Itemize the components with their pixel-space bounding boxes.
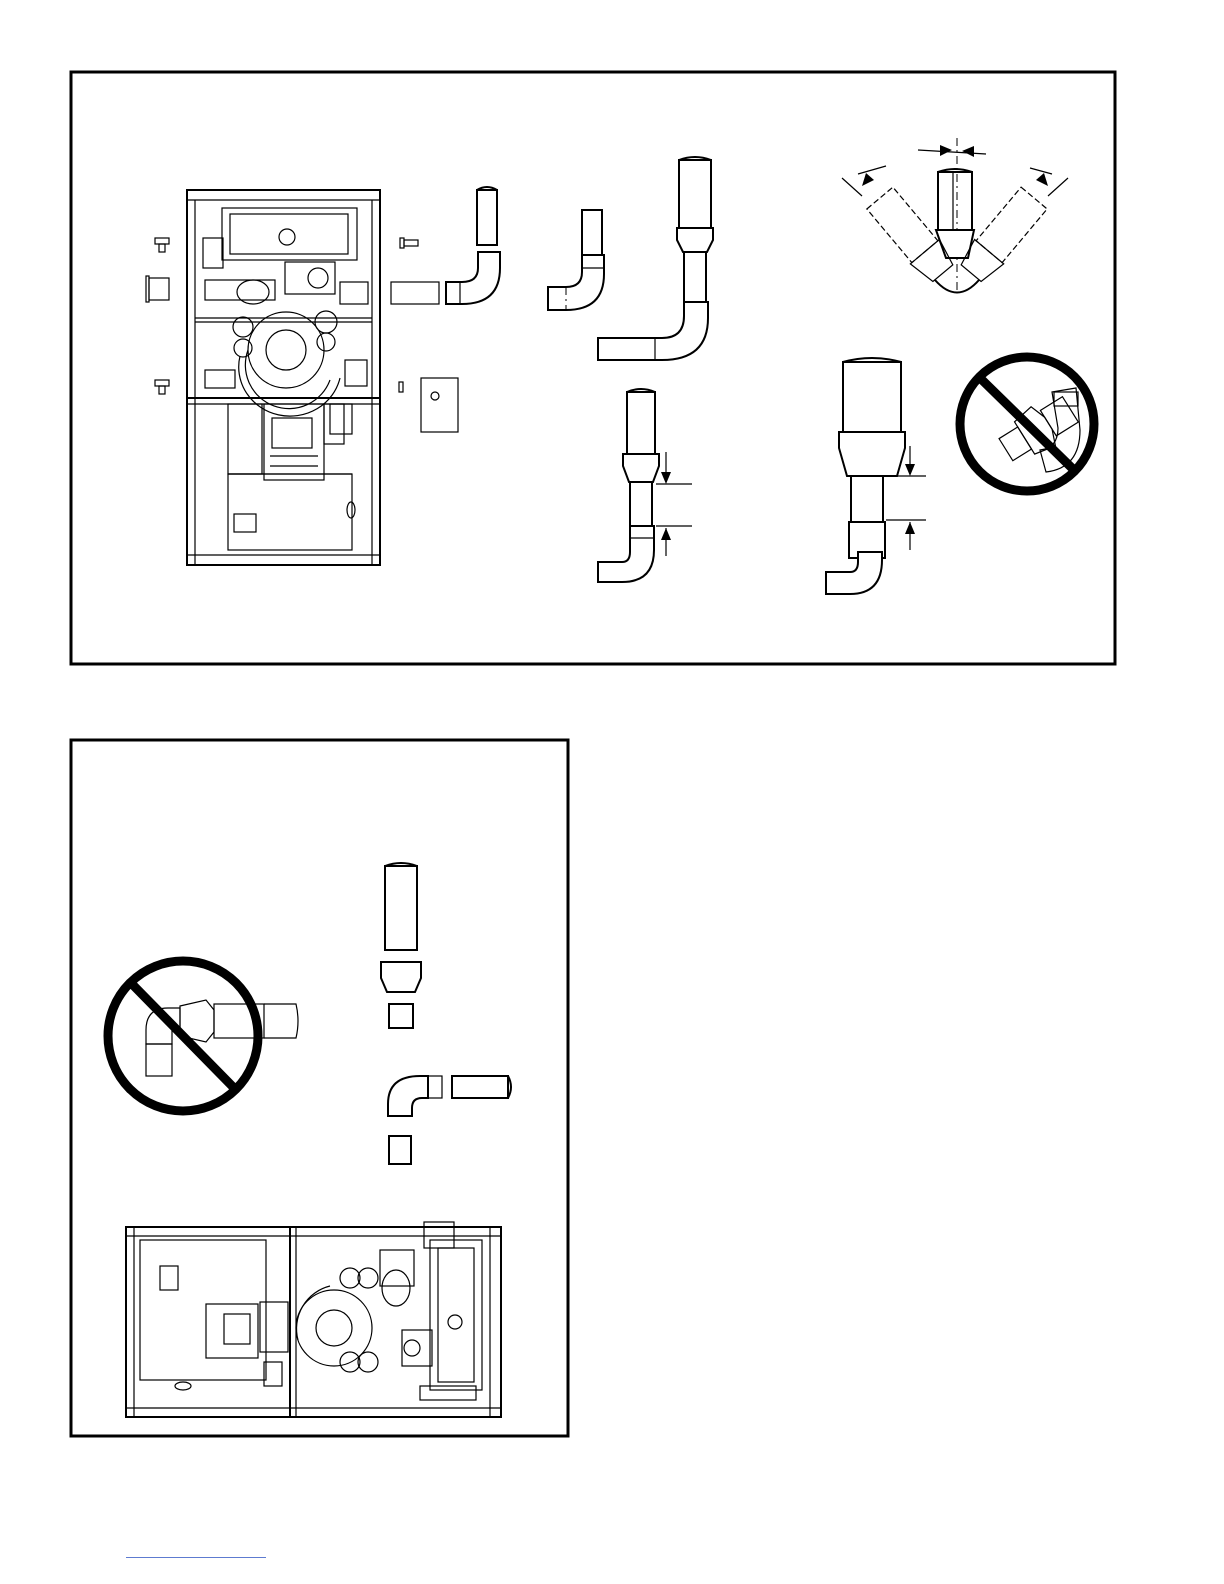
vent-elbow-b [598, 302, 708, 360]
figure-bottom [71, 740, 568, 1436]
vent-elbow-assembly [388, 1076, 511, 1164]
vent-elbow-straight-run [446, 187, 500, 304]
transformer-horizontal [160, 1266, 178, 1290]
vent-elbow-f [388, 1076, 428, 1116]
vent-pipe-upper [477, 190, 497, 245]
furnace-cabinet [187, 190, 380, 565]
vent-elbow-offset [548, 210, 604, 310]
gas-valve-horizontal [402, 1330, 432, 1366]
vent-coupling-elbow [598, 157, 713, 360]
footer-rule [126, 1557, 266, 1558]
prohibited-reducer-elbow [108, 961, 298, 1111]
vent-pipe-stub-e [389, 1004, 413, 1028]
vent-pipe-b [679, 160, 711, 228]
transformer [234, 514, 256, 532]
inducer-blower [248, 312, 324, 388]
vent-elbow-a [548, 255, 604, 310]
vent-coupling-d [839, 432, 905, 476]
vent-reducer-assembly [381, 863, 421, 1028]
vent-plug [155, 238, 169, 244]
vent-elbow-c [598, 526, 654, 582]
vent-angle-tolerance [842, 138, 1068, 293]
vent-coupling-spacing-small [598, 389, 692, 582]
vent-reducer-e [381, 962, 421, 992]
vent-coupling-b [677, 228, 713, 252]
vent-pipe-short [391, 282, 439, 304]
figure-top-border [71, 72, 1115, 664]
vent-pipe-d [843, 362, 901, 432]
vent-pipe-a [582, 210, 602, 255]
vent-elbow [446, 252, 500, 304]
figure-bottom-border [71, 740, 568, 1436]
vent-pipe-e [385, 866, 417, 950]
vent-pipe-f [452, 1076, 508, 1098]
vent-pipe-vertical [938, 172, 972, 230]
pressure-switch-left [233, 317, 253, 337]
vent-pipe-c [627, 392, 655, 454]
vent-coupling-spacing-large [826, 358, 926, 594]
furnace-upflow-exploded [146, 190, 458, 565]
heat-exchanger [222, 208, 357, 260]
figure-top [71, 72, 1115, 664]
vent-grommet [149, 278, 169, 300]
vent-coupling-c [623, 454, 659, 482]
junction-box [421, 378, 458, 432]
furnace-horizontal [126, 1222, 501, 1417]
control-board [264, 404, 324, 480]
furnace-cabinet-horizontal [126, 1227, 501, 1417]
vent-pipe-stub-f [389, 1136, 411, 1164]
dimension-arrow-down [661, 472, 671, 484]
prohibited-elbow-reducer [960, 357, 1094, 491]
dimension-arrow-up [661, 528, 671, 540]
